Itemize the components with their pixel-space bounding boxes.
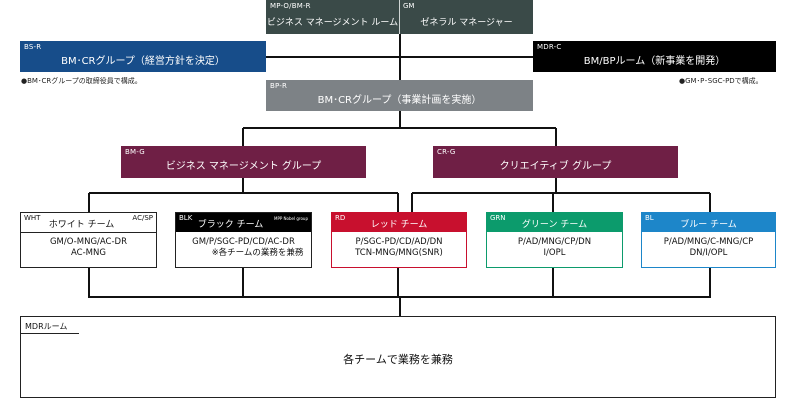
bsr-code: BS-R: [24, 43, 42, 51]
gm-title: ゼネラル マネージャー: [420, 18, 513, 28]
team-green: GRN グリーン チーム P/AD/MNG/CP/DN I/OPL: [486, 212, 623, 268]
team-red-title: レッド チーム: [370, 220, 428, 230]
team-white-line-2: AC-MNG: [71, 248, 106, 258]
bpr-box: BP-R BM･CRグループ（事業計画を実施）: [266, 80, 533, 111]
bpr-title: BM･CRグループ（事業計画を実施）: [317, 95, 482, 106]
team-green-code: GRN: [490, 214, 506, 222]
team-black-header: BLK ブラック チーム MPP Nobel group: [176, 213, 311, 232]
mp-title: ビジネス マネージメント ルーム: [266, 18, 399, 28]
mdrc-note: ●GM･P･SGC-PDで構成。: [679, 77, 763, 85]
crg-code: CR-G: [437, 148, 456, 156]
team-white-body: GM/O-MNG/AC-DR AC-MNG: [21, 237, 156, 259]
team-black-title: ブラック チーム: [197, 220, 264, 230]
team-white-extra: AC/SP: [132, 214, 153, 222]
team-blue-line-1: P/AD/MNG/C-MNG/CP: [663, 237, 754, 247]
mdr-room-box: MDRルーム 各チームで業務を兼務: [20, 316, 776, 398]
team-black-body: GM/P/SGC-PD/CD/AC-DR ※各チームの業務を兼務: [176, 237, 311, 259]
top-divider: [399, 0, 400, 34]
bpr-code: BP-R: [270, 82, 288, 90]
team-blue-body: P/AD/MNG/C-MNG/CP DN/I/OPL: [642, 237, 775, 259]
team-blue-header: BL ブルー チーム: [642, 213, 775, 232]
mdrc-title: BM/BPルーム（新事業を開発）: [583, 56, 726, 67]
mdr-room-body: 各チームで業務を兼務: [343, 353, 453, 366]
team-red: RD レッド チーム P/SGC-PD/CD/AD/DN TCN-MNG/MNG…: [331, 212, 467, 268]
team-red-header: RD レッド チーム: [332, 213, 466, 232]
team-blue-title: ブルー チーム: [680, 220, 737, 230]
team-blue-line-2: DN/I/OPL: [689, 248, 728, 258]
gm-code: GM: [403, 2, 415, 10]
mdrc-box: MDR-C BM/BPルーム（新事業を開発）: [533, 41, 776, 72]
team-white: WHT ホワイト チーム AC/SP GM/O-MNG/AC-DR AC-MNG: [20, 212, 157, 268]
bmg-title: ビジネス マネージメント グループ: [165, 161, 322, 172]
team-green-body: P/AD/MNG/CP/DN I/OPL: [487, 237, 622, 259]
bmg-code: BM-G: [125, 148, 145, 156]
team-white-line-1: GM/O-MNG/AC-DR: [49, 237, 128, 247]
team-black-extra: MPP Nobel group: [274, 216, 308, 221]
top-management-box: MP-O/BM-R ビジネス マネージメント ルーム GM ゼネラル マネージャ…: [266, 0, 533, 34]
team-red-line-2: TCN-MNG/MNG(SNR): [355, 248, 443, 258]
team-white-code: WHT: [24, 214, 41, 222]
bsr-title: BM･CRグループ（経営方針を決定）: [61, 56, 225, 67]
team-blue-code: BL: [645, 214, 654, 222]
mdr-room-title: MDRルーム: [25, 322, 68, 331]
team-red-code: RD: [335, 214, 346, 222]
bsr-box: BS-R BM･CRグループ（経営方針を決定）: [20, 41, 266, 72]
team-green-line-1: P/AD/MNG/CP/DN: [517, 237, 592, 247]
mdr-room-title-underline: [21, 333, 79, 334]
crg-box: CR-G クリエイティブ グループ: [433, 146, 678, 178]
team-black-code: BLK: [179, 214, 193, 222]
team-blue: BL ブルー チーム P/AD/MNG/C-MNG/CP DN/I/OPL: [641, 212, 776, 268]
team-red-line-1: P/SGC-PD/CD/AD/DN: [355, 237, 443, 247]
team-black-line-1: GM/P/SGC-PD/CD/AC-DR: [192, 237, 295, 247]
team-green-header: GRN グリーン チーム: [487, 213, 622, 232]
team-white-header: WHT ホワイト チーム AC/SP: [21, 213, 156, 233]
mdrc-code: MDR-C: [537, 43, 562, 51]
team-red-body: P/SGC-PD/CD/AD/DN TCN-MNG/MNG(SNR): [332, 237, 466, 259]
team-white-title: ホワイト チーム: [48, 220, 115, 230]
team-green-line-2: I/OPL: [543, 248, 566, 258]
team-green-title: グリーン チーム: [521, 220, 588, 230]
bmg-box: BM-G ビジネス マネージメント グループ: [121, 146, 366, 178]
mp-code: MP-O/BM-R: [270, 2, 311, 10]
crg-title: クリエイティブ グループ: [499, 161, 612, 172]
team-black-line-2: ※各チームの業務を兼務: [211, 248, 304, 258]
bsr-note: ●BM･CRグループの取締役員で構成。: [21, 77, 142, 85]
team-black: BLK ブラック チーム MPP Nobel group GM/P/SGC-PD…: [175, 212, 312, 268]
